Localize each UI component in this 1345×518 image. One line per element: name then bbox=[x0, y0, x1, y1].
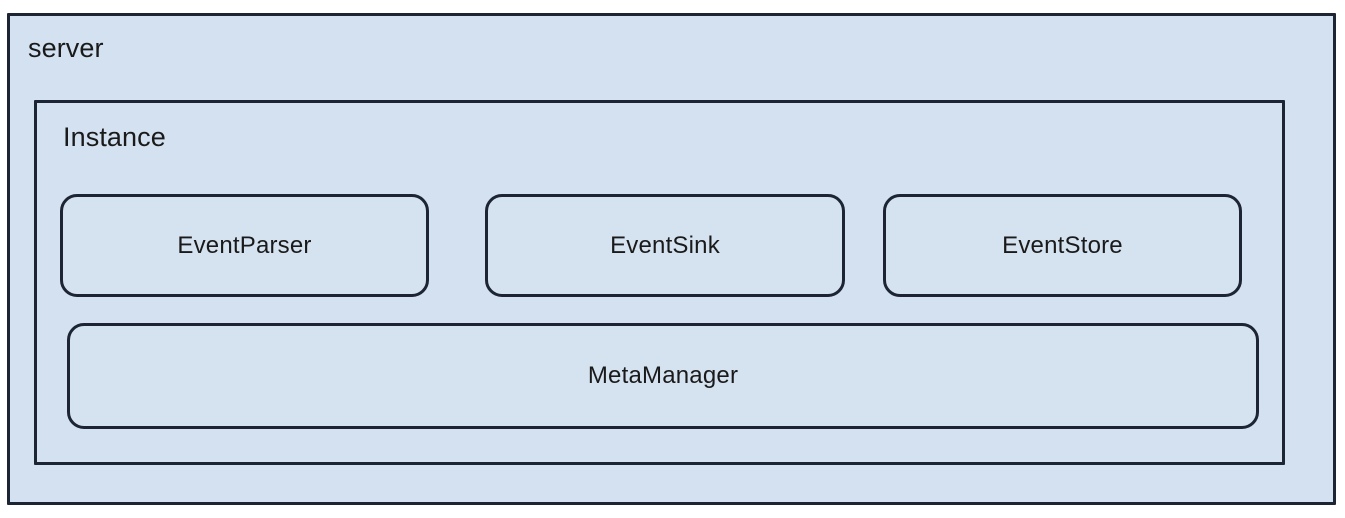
component-event-parser-label: EventParser bbox=[177, 231, 312, 259]
component-event-sink-label: EventSink bbox=[610, 231, 720, 259]
instance-container-label: Instance bbox=[63, 122, 166, 152]
server-container-label: server bbox=[28, 33, 104, 63]
server-container: server Instance EventParser EventSink Ev… bbox=[7, 13, 1336, 505]
component-event-parser: EventParser bbox=[60, 194, 429, 297]
component-event-sink: EventSink bbox=[485, 194, 845, 297]
component-event-store: EventStore bbox=[883, 194, 1242, 297]
component-event-store-label: EventStore bbox=[1002, 231, 1123, 259]
component-meta-manager-label: MetaManager bbox=[587, 362, 739, 389]
instance-container: Instance EventParser EventSink EventStor… bbox=[34, 100, 1285, 465]
component-meta-manager: MetaManager bbox=[67, 323, 1259, 429]
